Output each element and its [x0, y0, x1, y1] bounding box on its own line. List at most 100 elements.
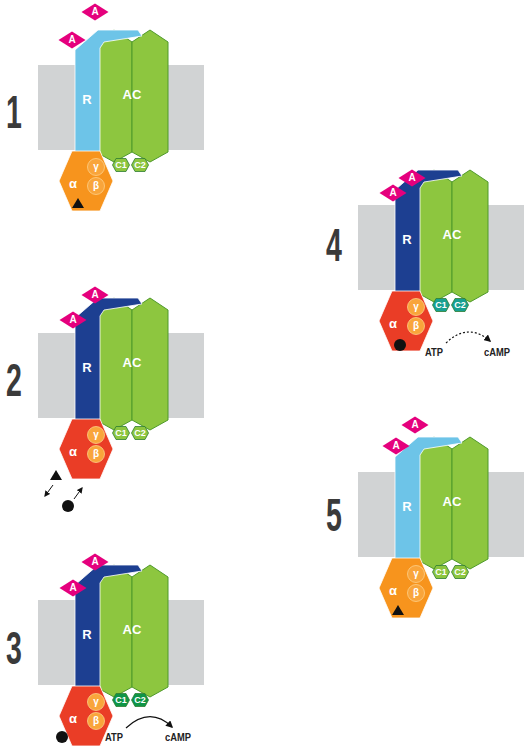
g-gamma-subunit: γ: [87, 426, 105, 444]
node-text: γ: [87, 158, 105, 176]
g-alpha-subunit-outline: [58, 150, 114, 212]
node-text: γ: [407, 565, 425, 583]
node-text: A: [81, 553, 109, 571]
c1-domain: C1: [432, 298, 450, 312]
product-label: cAMP: [484, 346, 510, 358]
g-gamma-subunit: γ: [87, 693, 105, 711]
c1-domain-shape: [433, 566, 450, 579]
g-gamma-subunit: γ: [407, 565, 425, 583]
g-gamma-subunit-shape: [88, 159, 105, 176]
g-alpha-subunit-outline: [58, 418, 114, 480]
g-alpha-subunit: αγβ: [378, 557, 434, 619]
g-alpha-subunit: αγβ: [58, 418, 114, 480]
c1-domain: C1: [112, 693, 130, 707]
ligand-diamond: A: [81, 3, 109, 21]
node-text: R: [394, 499, 420, 515]
adenylyl-cyclase: AC: [94, 563, 170, 697]
c1-domain: C1: [112, 158, 130, 172]
receptor: R: [394, 433, 464, 579]
g-gamma-subunit-shape: [88, 427, 105, 444]
g-beta-subunit: β: [87, 445, 105, 463]
node-text: β: [87, 177, 105, 195]
gdp-triangle: [50, 470, 62, 480]
node-text: C1: [112, 693, 130, 707]
g-beta-subunit-shape: [88, 446, 105, 463]
node-text: AC: [94, 563, 170, 697]
node-text: β: [87, 712, 105, 730]
node-text: R: [394, 232, 420, 248]
substrate-label: ATP: [425, 346, 443, 358]
ligand-diamond: A: [379, 184, 407, 202]
node-text: A: [81, 3, 109, 21]
g-alpha-subunit-shape: [59, 151, 113, 211]
node-text: R: [74, 92, 100, 108]
step-number: 3: [6, 625, 22, 671]
node-text: A: [382, 437, 410, 455]
adenylyl-cyclase: AC: [94, 296, 170, 430]
node-text: C2: [131, 158, 149, 172]
node-text: α: [61, 444, 85, 460]
c1-domain: C1: [432, 565, 450, 579]
step-number: 1: [6, 89, 22, 135]
c1-domain-shape: [113, 694, 130, 707]
g-beta-subunit: β: [87, 177, 105, 195]
g-beta-subunit: β: [407, 584, 425, 602]
g-alpha-subunit-outline: [378, 290, 434, 352]
c1-domain-shape: [113, 427, 130, 440]
receptor: R: [74, 26, 144, 172]
ligand-diamond-shape: [402, 417, 429, 434]
c1-domain-shape: [113, 159, 130, 172]
g-beta-subunit: β: [87, 712, 105, 730]
node-text: AC: [414, 435, 490, 569]
step-number: 4: [326, 222, 342, 268]
node-text: A: [398, 169, 426, 187]
node-text: C2: [451, 565, 469, 579]
c2-domain: C2: [131, 693, 149, 707]
node-text: R: [74, 360, 100, 376]
g-alpha-subunit-shape: [379, 291, 433, 351]
g-beta-subunit-shape: [408, 585, 425, 602]
node-text: A: [81, 286, 109, 304]
receptor: R: [74, 561, 144, 707]
c2-domain: C2: [451, 565, 469, 579]
node-text: C1: [112, 426, 130, 440]
g-beta-subunit-shape: [408, 318, 425, 335]
receptor: R: [394, 166, 464, 312]
g-alpha-subunit-shape: [379, 558, 433, 618]
reaction-arrow: [126, 717, 172, 728]
step-number: 2: [6, 357, 22, 403]
ligand-diamond: A: [382, 437, 410, 455]
adenylyl-cyclase: AC: [414, 435, 490, 569]
g-alpha-subunit: αγβ: [378, 290, 434, 352]
node-text: R: [74, 627, 100, 643]
c1-domain: C1: [112, 426, 130, 440]
g-gamma-subunit-shape: [88, 694, 105, 711]
ligand-diamond-shape: [82, 4, 109, 21]
c2-domain: C2: [451, 298, 469, 312]
g-beta-subunit-shape: [88, 713, 105, 730]
g-beta-subunit: β: [407, 317, 425, 335]
exchange-arrow: [45, 485, 53, 496]
node-text: β: [407, 584, 425, 602]
reaction-arrow-dotted: [446, 332, 490, 343]
node-text: AC: [94, 296, 170, 430]
step-number: 5: [326, 492, 342, 538]
node-text: A: [59, 579, 87, 597]
g-gamma-subunit-shape: [408, 299, 425, 316]
g-alpha-subunit-shape: [59, 686, 113, 746]
node-text: α: [61, 176, 85, 192]
node-text: A: [58, 31, 86, 49]
g-gamma-subunit: γ: [407, 298, 425, 316]
c2-domain-shape: [132, 694, 149, 707]
g-gamma-subunit: γ: [87, 158, 105, 176]
node-text: β: [407, 317, 425, 335]
substrate-label: ATP: [105, 731, 123, 743]
node-text: β: [87, 445, 105, 463]
node-text: C1: [432, 565, 450, 579]
c1-domain-shape: [433, 299, 450, 312]
ligand-diamond: A: [81, 286, 109, 304]
node-text: α: [381, 316, 405, 332]
node-text: A: [59, 311, 87, 329]
node-text: C1: [432, 298, 450, 312]
